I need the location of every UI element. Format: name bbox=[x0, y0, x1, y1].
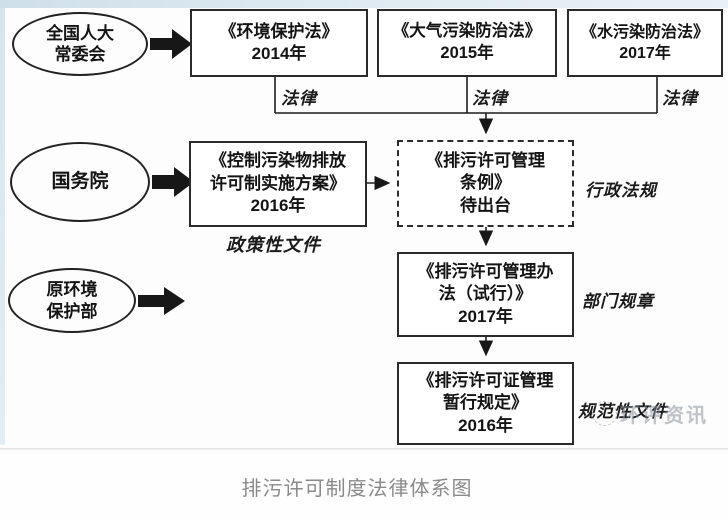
actor-npc-standing-committee: 全国人大 常委会 bbox=[12, 12, 148, 76]
actor-former-ministry-environmental-protection: 原环境 保护部 bbox=[8, 268, 136, 333]
category-label-department-rule: 部门规章 bbox=[582, 292, 654, 311]
top-edge-strip bbox=[0, 0, 728, 8]
box-air-pollution-prevention-law: 《大气污染防治法》 2015年 bbox=[377, 9, 557, 77]
block-arrow-icon bbox=[150, 29, 192, 59]
category-label-law: 法律 bbox=[662, 89, 698, 108]
box-environmental-protection-law: 《环境保护法》 2014年 bbox=[190, 9, 368, 77]
box-pollutant-permit-implementation-plan: 《控制污染物排放 许可制实施方案》 2016年 bbox=[189, 141, 367, 227]
connector-lines bbox=[138, 29, 658, 357]
legal-system-flowchart: 全国人大 常委会 国务院 原环境 保护部 《环境保护法》 2014年 《大气污染… bbox=[0, 0, 728, 445]
category-label-law: 法律 bbox=[472, 89, 508, 108]
category-label-policy-document: 政策性文件 bbox=[226, 235, 321, 255]
box-water-pollution-prevention-law: 《水污染防治法》 2017年 bbox=[567, 9, 723, 77]
left-edge-strip bbox=[0, 8, 5, 445]
block-arrow-icon bbox=[152, 167, 194, 197]
caption-band: 排污许可制度法律体系图 bbox=[0, 450, 728, 520]
block-arrow-icon bbox=[138, 287, 185, 315]
category-label-normative-document: 规范性文件 bbox=[578, 402, 668, 421]
box-permit-interim-provisions: 《排污许可证管理 暂行规定》 2016年 bbox=[397, 362, 574, 445]
category-label-administrative-regulation: 行政法规 bbox=[585, 181, 657, 200]
box-permit-management-regulation-pending: 《排污许可管理 条例》 待出台 bbox=[397, 140, 574, 227]
category-label-law: 法律 bbox=[281, 89, 317, 108]
box-permit-management-measures-trial: 《排污许可管理办 法（试行）》 2017年 bbox=[397, 252, 574, 337]
actor-state-council: 国务院 bbox=[10, 142, 150, 222]
divider bbox=[0, 448, 728, 450]
figure-caption: 排污许可制度法律体系图 bbox=[241, 478, 473, 500]
